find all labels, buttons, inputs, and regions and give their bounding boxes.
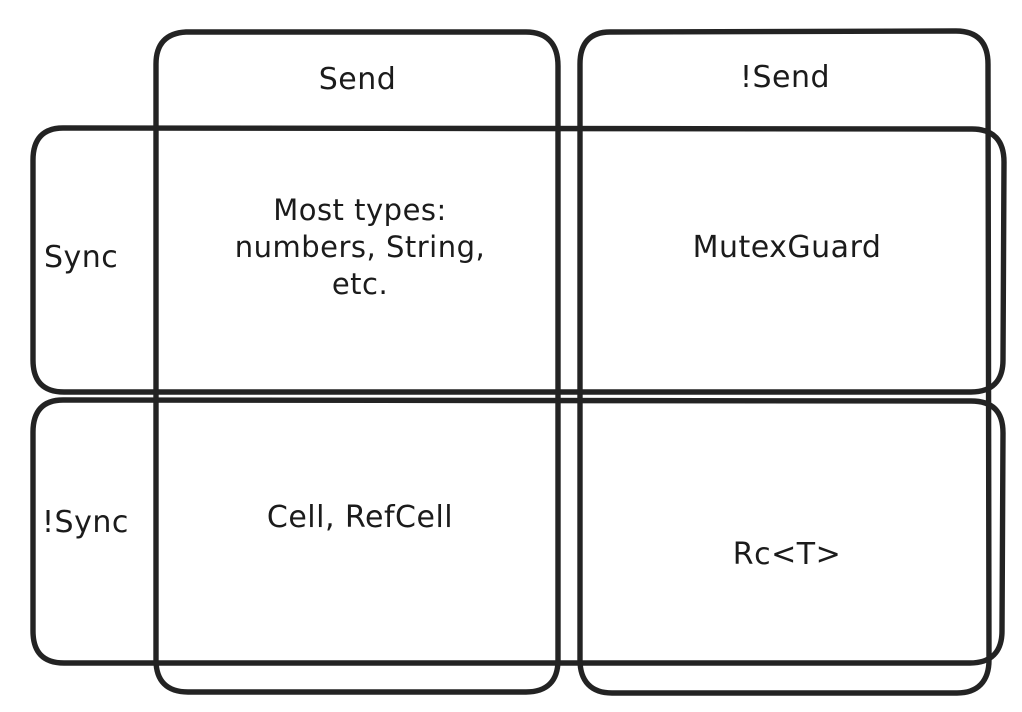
row-box-not-sync (30, 397, 1006, 666)
column-header-not-send: !Send (739, 60, 831, 95)
row-box-sync (30, 125, 1007, 395)
column-header-send: Send (318, 62, 397, 97)
cell-not-send-sync: MutexGuard (692, 230, 882, 265)
cell-send-not-sync: Cell, RefCell (266, 500, 454, 535)
column-box-send (153, 29, 561, 695)
row-header-sync: Sync (44, 240, 119, 275)
cell-send-sync: Most types: numbers, String, etc. (234, 193, 486, 302)
column-box-not-send (577, 28, 992, 696)
row-header-not-sync: !Sync (42, 505, 129, 540)
cell-not-send-not-sync: Rc<T> (732, 537, 842, 572)
